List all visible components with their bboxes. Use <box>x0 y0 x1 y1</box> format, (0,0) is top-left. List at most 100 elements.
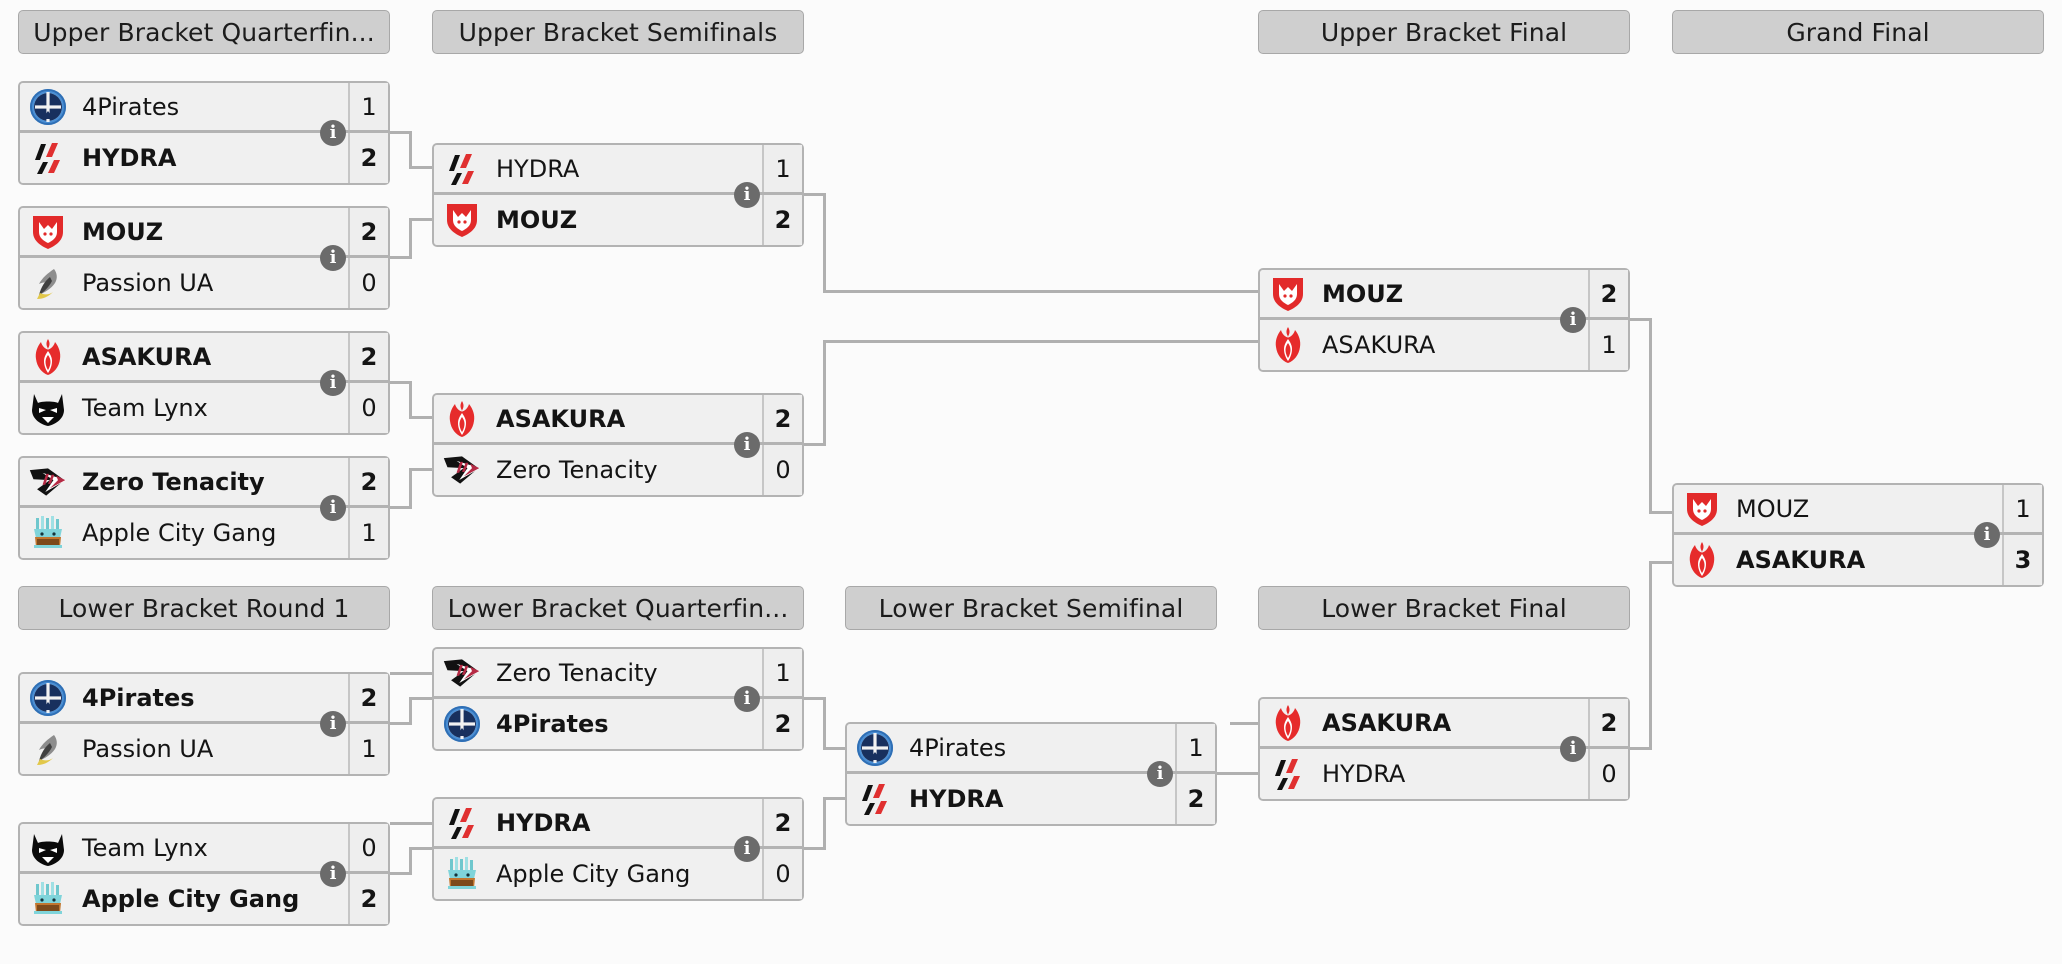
team-score: 2 <box>762 699 802 749</box>
team-score: 2 <box>762 395 802 442</box>
team-score: 2 <box>348 333 388 380</box>
round-header-lbsf[interactable]: Lower Bracket Semifinal <box>845 586 1217 630</box>
team-name: ASAKURA <box>1322 331 1436 359</box>
match-info-icon[interactable]: i <box>320 861 346 887</box>
team-name: HYDRA <box>82 144 177 172</box>
round-header-label: Lower Bracket Quarterfin... <box>447 593 789 623</box>
hydra-logo-icon <box>438 147 486 191</box>
team-score: 0 <box>1588 749 1628 799</box>
team-name: Zero Tenacity <box>82 467 265 496</box>
bracket-connector <box>390 131 412 134</box>
bracket-connector <box>1649 561 1652 750</box>
team-score: 1 <box>762 145 802 192</box>
match-info-icon[interactable]: i <box>1560 307 1586 333</box>
bracket-connector <box>390 822 435 825</box>
match-info-icon[interactable]: i <box>734 182 760 208</box>
match-info-icon[interactable]: i <box>320 711 346 737</box>
bracket-connector <box>804 697 826 700</box>
lynx-logo-icon <box>24 826 72 870</box>
team-name: Passion UA <box>82 735 214 763</box>
match-info-icon[interactable]: i <box>320 245 346 271</box>
hydra-logo-icon <box>851 777 899 821</box>
team-score: 0 <box>348 258 388 308</box>
team-score: 2 <box>1588 270 1628 317</box>
round-header-label: Lower Bracket Final <box>1321 593 1567 623</box>
team-score: 2 <box>1175 774 1215 824</box>
match-info-icon[interactable]: i <box>1560 736 1586 762</box>
bracket-connector <box>823 797 848 800</box>
team-name: MOUZ <box>496 206 578 234</box>
match-info-icon[interactable]: i <box>734 432 760 458</box>
pirates-logo-icon <box>851 726 899 770</box>
bracket-connector <box>823 697 826 747</box>
team-name: Team Lynx <box>82 833 208 862</box>
lynx-logo-icon <box>24 386 72 430</box>
team-name: Passion UA <box>82 269 214 297</box>
team-name: 4Pirates <box>82 92 180 121</box>
bracket-connector <box>409 697 435 700</box>
team-score: 0 <box>762 445 802 495</box>
mouz-logo-icon <box>438 198 486 242</box>
bracket-connector <box>409 416 435 419</box>
passion-logo-icon <box>24 727 72 771</box>
hydra-logo-icon <box>24 136 72 180</box>
team-name: HYDRA <box>1322 760 1406 788</box>
team-name: MOUZ <box>1736 494 1810 523</box>
match-info-icon[interactable]: i <box>1974 522 2000 548</box>
match-info-icon[interactable]: i <box>734 836 760 862</box>
team-score: 1 <box>348 724 388 774</box>
team-name: ASAKURA <box>496 404 626 433</box>
round-header-ubqf[interactable]: Upper Bracket Quarterfin... <box>18 10 390 54</box>
team-name: MOUZ <box>82 217 164 246</box>
match-info-icon[interactable]: i <box>734 686 760 712</box>
round-header-ubsf[interactable]: Upper Bracket Semifinals <box>432 10 804 54</box>
asakura-logo-icon <box>24 335 72 379</box>
bracket-connector <box>1649 318 1652 514</box>
round-header-ubf[interactable]: Upper Bracket Final <box>1258 10 1630 54</box>
round-header-gf[interactable]: Grand Final <box>1672 10 2044 54</box>
bracket-connector <box>1230 722 1261 725</box>
asakura-logo-icon <box>1678 538 1726 582</box>
round-header-lbqf[interactable]: Lower Bracket Quarterfin... <box>432 586 804 630</box>
round-header-lbr1[interactable]: Lower Bracket Round 1 <box>18 586 390 630</box>
team-name: Apple City Gang <box>82 519 277 547</box>
team-score: 1 <box>1175 724 1215 771</box>
bracket-connector <box>823 340 826 446</box>
match-info-icon[interactable]: i <box>320 120 346 146</box>
apple-logo-icon <box>438 852 486 896</box>
team-name: Apple City Gang <box>82 885 300 913</box>
match-info-icon[interactable]: i <box>1147 761 1173 787</box>
team-name: Apple City Gang <box>496 860 691 888</box>
round-header-lbf[interactable]: Lower Bracket Final <box>1258 586 1630 630</box>
asakura-logo-icon <box>1264 323 1312 367</box>
match-team-row[interactable]: HYDRA 0 <box>1260 749 1628 799</box>
bracket-connector <box>1630 318 1652 321</box>
match-info-icon[interactable]: i <box>320 370 346 396</box>
match-info-icon[interactable]: i <box>320 495 346 521</box>
mouz-logo-icon <box>1678 487 1726 531</box>
bracket-connector <box>409 218 412 259</box>
